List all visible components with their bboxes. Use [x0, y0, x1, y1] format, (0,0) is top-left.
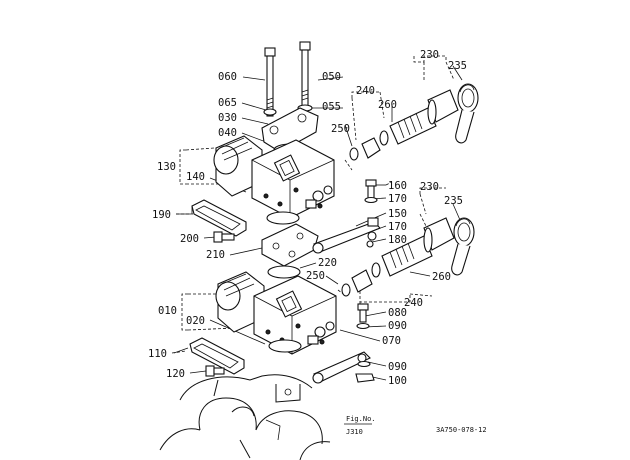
bracket-190 [191, 199, 247, 237]
label-110: 110 [148, 348, 167, 360]
washer-065 [263, 108, 277, 116]
label-240-lower: 240 [404, 297, 423, 309]
label-090-lower: 090 [388, 361, 407, 373]
label-040: 040 [218, 127, 237, 139]
dust-cap-235-upper [455, 83, 479, 144]
label-260-lower: 260 [432, 271, 451, 283]
label-060: 060 [218, 71, 237, 83]
label-250-lower: 250 [306, 270, 325, 282]
label-200: 200 [180, 233, 199, 245]
label-170-upper: 170 [388, 193, 407, 205]
label-240-upper: 240 [356, 85, 375, 97]
coupler-assembly-230-lower [341, 217, 455, 297]
cover-plate-030 [261, 107, 319, 153]
link-rod-070 [312, 351, 371, 384]
plate-210 [261, 223, 319, 267]
label-160: 160 [388, 180, 407, 192]
fig-number: J310 [346, 428, 363, 436]
valve-section-130 [213, 135, 335, 219]
label-150: 150 [388, 208, 407, 220]
tractor-housing [159, 374, 331, 460]
label-070: 070 [382, 335, 401, 347]
label-120: 120 [166, 368, 185, 380]
dust-cap-235-lower [451, 217, 475, 276]
label-190: 190 [152, 209, 171, 221]
label-020: 020 [186, 315, 205, 327]
label-220: 220 [318, 257, 337, 269]
bolt-060 [264, 47, 276, 117]
label-250-upper: 250 [331, 123, 350, 135]
label-050: 050 [322, 71, 341, 83]
nut-100 [355, 373, 375, 383]
o-ring-upper [266, 211, 300, 225]
part-labels: 060 050 065 055 030 040 130 140 190 200 … [148, 49, 467, 387]
bracket-110 [189, 337, 245, 375]
label-100: 100 [388, 375, 407, 387]
label-010: 010 [158, 305, 177, 317]
label-260-upper: 260 [378, 99, 397, 111]
label-140: 140 [186, 171, 205, 183]
washer-090-lower [357, 360, 371, 368]
label-130: 130 [157, 161, 176, 173]
valve-section-010 [215, 271, 337, 355]
bolt-200 [213, 231, 235, 243]
washer-090-upper [356, 322, 370, 330]
group-brackets [171, 55, 455, 354]
label-235-lower: 235 [444, 195, 463, 207]
coupler-assembly-230-upper [349, 89, 459, 161]
link-rod-150 [312, 217, 381, 254]
label-030: 030 [218, 112, 237, 124]
o-ring-220 [267, 265, 301, 279]
label-080: 080 [388, 307, 407, 319]
label-230-lower: 230 [420, 181, 439, 193]
label-090-upper: 090 [388, 320, 407, 332]
label-235-upper: 235 [448, 60, 467, 72]
label-170-lower: 170 [388, 221, 407, 233]
bolt-160 [365, 179, 377, 199]
bolt-050 [299, 41, 311, 109]
fig-no-label: Fig.No. [346, 415, 376, 423]
label-210: 210 [206, 249, 225, 261]
label-180: 180 [388, 234, 407, 246]
label-230-upper: 230 [420, 49, 439, 61]
label-065: 065 [218, 97, 237, 109]
figure-footer: Fig.No. J310 3A750-078-12 [344, 415, 487, 436]
bolt-080 [357, 303, 369, 323]
washer-170 [364, 196, 378, 204]
bolt-120 [205, 365, 225, 377]
o-ring-lower [268, 339, 302, 353]
label-055: 055 [322, 101, 341, 113]
drawing-code: 3A750-078-12 [436, 426, 487, 434]
